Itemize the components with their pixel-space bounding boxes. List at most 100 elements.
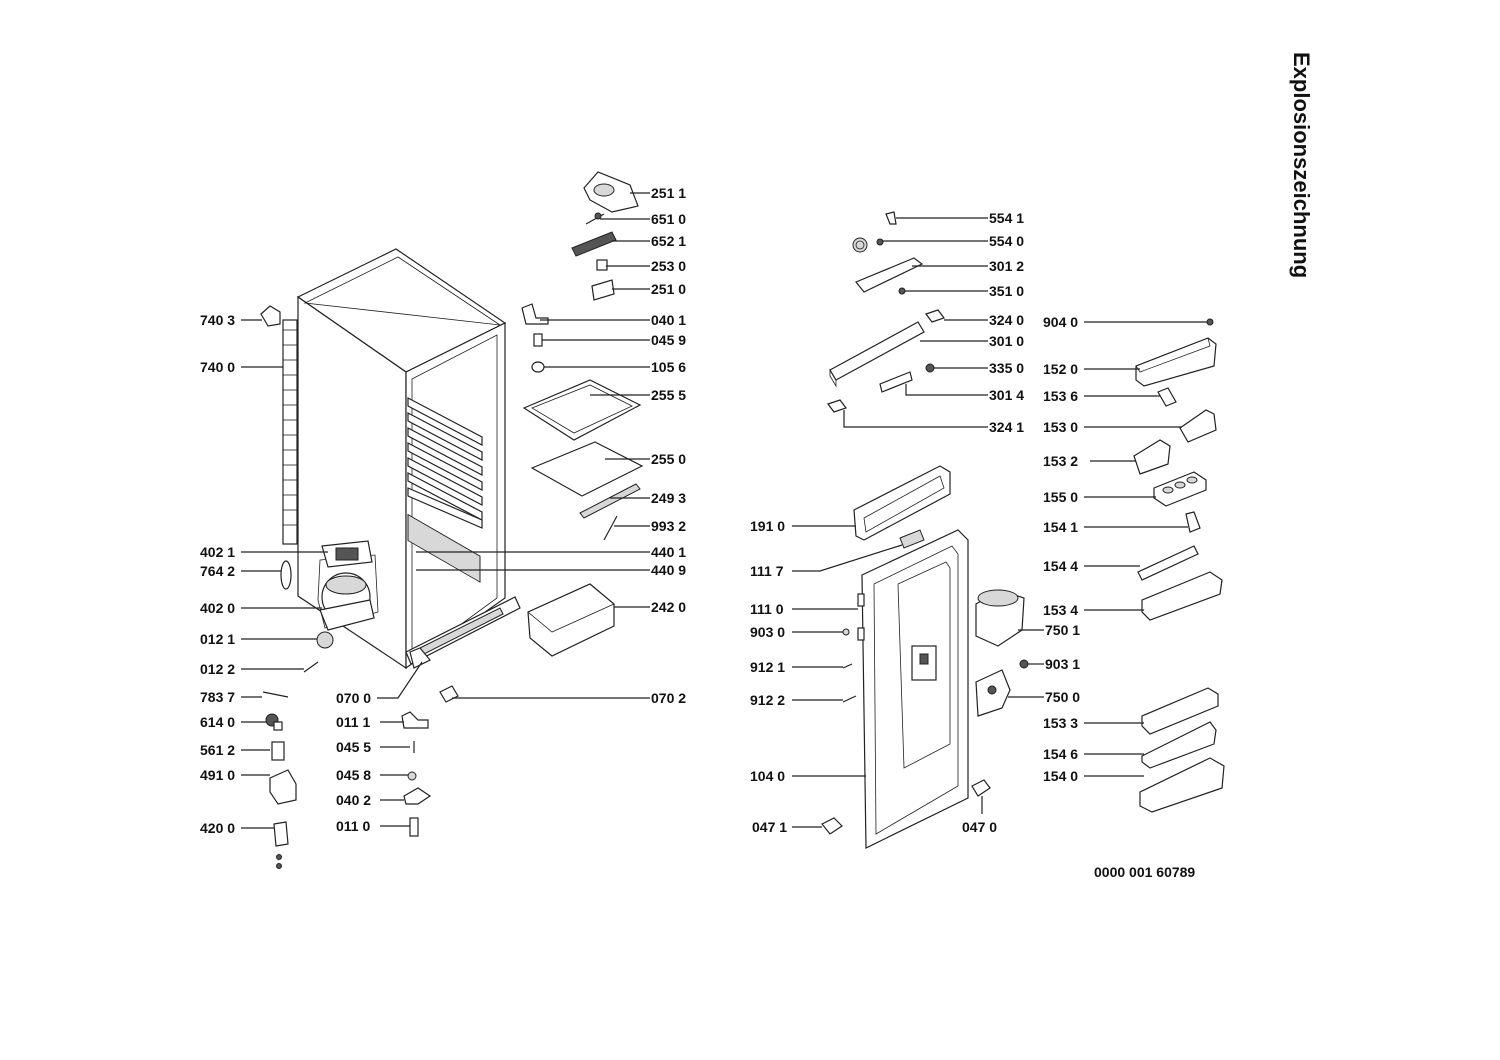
crisper-drawer-part [527, 583, 615, 657]
part-label-0121: 012 1 [200, 631, 235, 647]
part-label-4021: 402 1 [200, 544, 235, 560]
part-label-3350: 335 0 [989, 360, 1024, 376]
part-label-1540: 154 0 [1043, 768, 1078, 784]
indicator-lamp-part [898, 287, 906, 295]
dispenser-button [919, 653, 929, 665]
drain-plug-part [603, 515, 618, 541]
adjustable-foot-part [409, 817, 419, 837]
door-handle-insert [899, 529, 925, 549]
part-label-4910: 491 0 [200, 767, 235, 783]
part-label-2493: 249 3 [651, 490, 686, 506]
part-label-3510: 351 0 [989, 283, 1024, 299]
starter-part [271, 741, 285, 761]
bottle-clip-part [1185, 511, 1201, 533]
part-label-0111: 011 1 [336, 714, 370, 730]
shelf-trim-part [579, 483, 641, 519]
door-pin-part-2 [842, 695, 857, 703]
bottle-retainer-part [1137, 545, 1199, 581]
door-outer-panel [861, 529, 969, 849]
dryer-part [280, 560, 292, 590]
dot-1 [276, 854, 282, 860]
part-label-1532: 153 2 [1043, 453, 1078, 469]
bottle-shelf-lower [1139, 757, 1225, 813]
water-tank-lid [977, 589, 1019, 607]
tank-valve-part [1019, 659, 1029, 669]
part-label-1536: 153 6 [1043, 388, 1078, 404]
part-label-3010: 301 0 [989, 333, 1024, 349]
part-label-1550: 155 0 [1043, 489, 1078, 505]
part-label-0122: 012 2 [200, 661, 235, 677]
part-labels: 251 1 651 0 652 1 253 0 251 0 040 1 045 … [200, 185, 1080, 836]
door-gasket-top-inner [863, 475, 945, 533]
egg-slot-3 [1186, 476, 1198, 484]
part-label-1534: 153 4 [1043, 602, 1078, 618]
part-label-2555: 255 5 [651, 387, 686, 403]
capacitor-part [273, 821, 289, 847]
part-label-5612: 561 2 [200, 742, 235, 758]
part-label-7400: 740 0 [200, 359, 235, 375]
spring-part [852, 237, 868, 253]
drawing-title: Explosionszeichnung [1289, 52, 1314, 278]
part-label-0110: 011 0 [336, 818, 370, 834]
part-label-1520: 152 0 [1043, 361, 1078, 377]
dispenser-housing-hole [987, 685, 997, 695]
part-label-6140: 614 0 [200, 714, 235, 730]
dairy-lid [1135, 337, 1211, 373]
part-label-2511: 251 1 [651, 185, 686, 201]
bottom-kickplate [405, 596, 521, 669]
condenser-coil [282, 319, 298, 545]
part-label-1040: 104 0 [750, 768, 785, 784]
part-label-7642: 764 2 [200, 563, 235, 579]
part-label-9040: 904 0 [1043, 314, 1078, 330]
part-label-1110: 111 0 [750, 601, 784, 617]
clip-part [885, 211, 897, 225]
door-hinge-pin-mid [857, 627, 865, 641]
part-label-4200: 420 0 [200, 820, 235, 836]
part-label-2530: 253 0 [651, 258, 686, 274]
part-label-4020: 402 0 [200, 600, 235, 616]
knob-part [925, 363, 935, 373]
grommet-part [316, 631, 334, 649]
part-label-3014: 301 4 [989, 387, 1024, 403]
part-label-9121: 912 1 [750, 659, 785, 675]
part-label-3240: 324 0 [989, 312, 1024, 328]
part-label-4409: 440 9 [651, 562, 686, 578]
glass-shelf-part [530, 441, 644, 497]
door-foot-right [971, 779, 991, 797]
part-label-3012: 301 2 [989, 258, 1024, 274]
lamp-cover-part [591, 279, 615, 301]
document-number: 0000 001 60789 [1094, 864, 1195, 880]
bottle-shelf-upper [1141, 571, 1223, 621]
screw-part [407, 771, 417, 781]
cover-cap-part [879, 371, 913, 393]
bottom-hinge-part [403, 787, 432, 805]
part-label-1533: 153 3 [1043, 715, 1078, 731]
panel-clip-part [827, 399, 847, 413]
leader-lines [241, 192, 1207, 829]
part-label-4401: 440 1 [651, 544, 686, 560]
part-label-3241: 324 1 [989, 419, 1024, 435]
part-label-1117: 111 7 [750, 563, 784, 579]
part-label-1056: 105 6 [651, 359, 686, 375]
capillary-tube-part [262, 691, 289, 698]
part-label-0401: 040 1 [651, 312, 686, 328]
glass-shelf-inner [531, 384, 633, 434]
ventilation-grille-part [439, 685, 459, 703]
crisper-rim [527, 583, 615, 633]
top-cover-strip-part [829, 321, 925, 381]
door-hinge-part [401, 711, 429, 729]
part-label-9031: 903 1 [1045, 656, 1080, 672]
dot-2 [276, 863, 282, 869]
egg-tray-part [1153, 471, 1207, 507]
part-label-1910: 191 0 [750, 518, 785, 534]
shelf-rail-part [1141, 721, 1217, 769]
flap-part [1133, 439, 1171, 475]
part-label-0459: 045 9 [651, 332, 686, 348]
part-label-7403: 740 3 [200, 312, 235, 328]
spring-inner [855, 240, 865, 250]
compressor-area [317, 540, 379, 631]
part-label-9030: 903 0 [750, 624, 785, 640]
part-label-0402: 040 2 [336, 792, 371, 808]
part-label-9932: 993 2 [651, 518, 686, 534]
door-inner-liner [873, 545, 959, 835]
